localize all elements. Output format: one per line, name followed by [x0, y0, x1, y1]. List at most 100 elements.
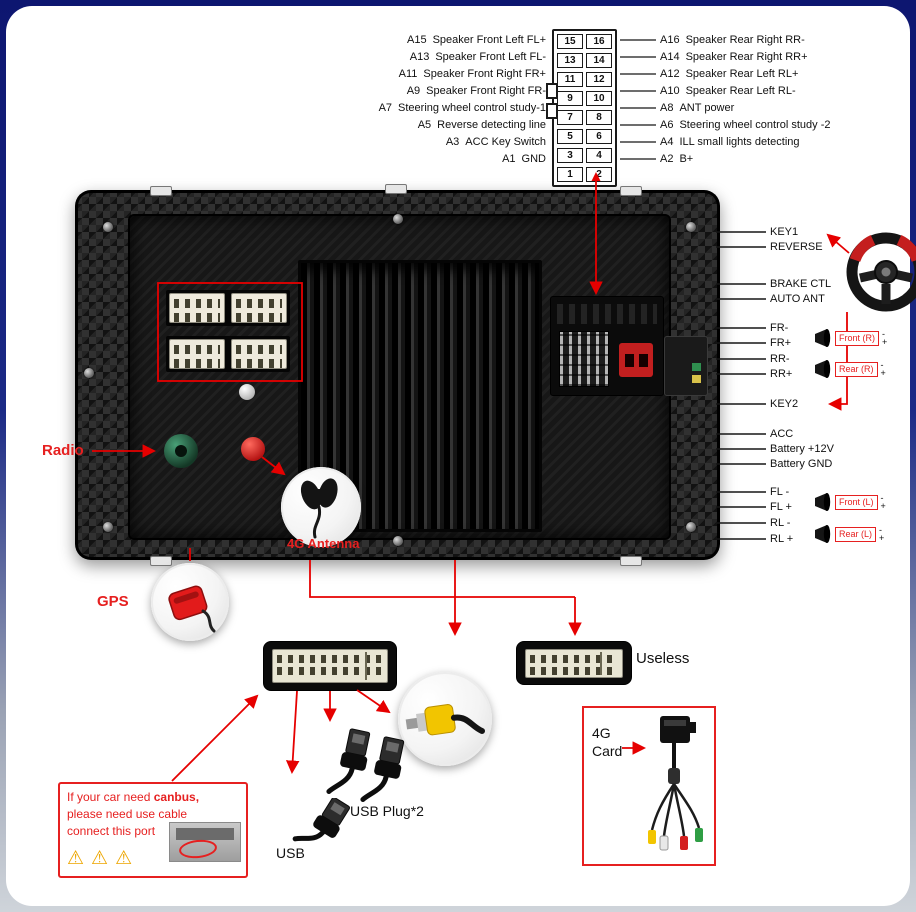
speaker-tag-front-left: Front (L) -+ [812, 491, 886, 513]
wire-label-battery-gnd: Battery GND [770, 458, 833, 470]
wire-label-key2: KEY2 [770, 398, 799, 410]
usb-plug-pair-image [326, 728, 405, 802]
pin-code: A8 [660, 102, 674, 114]
pin-code: A3 [445, 136, 460, 148]
pin-code: A5 [417, 119, 432, 131]
screw [393, 214, 403, 224]
speaker-icon [815, 329, 831, 347]
pin-code: A1 [502, 153, 516, 165]
wire-label-auto-ant: AUTO ANT [770, 293, 825, 305]
yellow-pin [692, 375, 701, 383]
pinout-row: A3 ACC Key Switch [238, 134, 546, 151]
sim-4g-card-box: 4G Card [582, 706, 716, 866]
pin-label: Speaker Rear Right RR+ [685, 51, 808, 63]
pin-label: Speaker Front Left FL+ [432, 34, 546, 46]
wire-label-acc: ACC [770, 428, 794, 440]
polarity-marks: -+ [882, 329, 888, 347]
pin-code: A4 [660, 136, 674, 148]
pin-number: 5 [557, 129, 583, 144]
rca-video-zoom-circle [398, 672, 492, 766]
pin-number: 11 [557, 72, 583, 87]
mounting-tab [620, 556, 642, 566]
screw [393, 536, 403, 546]
canbus-note-box: If your car need canbus, please need use… [58, 782, 248, 878]
white-connector [169, 339, 225, 369]
speaker-tag-rear-right: Rear (R) -+ [812, 358, 886, 380]
side-harness-socket [664, 336, 708, 396]
pin-number: 14 [586, 53, 612, 68]
screw [103, 522, 113, 532]
wire-label-fr-plus: FR+ [770, 337, 792, 349]
pin-label: Steering wheel control study-1 [398, 102, 546, 114]
photo-detail [176, 828, 234, 840]
plug-slots [525, 648, 623, 678]
warning-icon: ⚠ [91, 848, 109, 870]
canbus-port-photo [169, 822, 241, 862]
pin-number: 12 [586, 72, 612, 87]
pin-label: Speaker Rear Left RL- [685, 85, 796, 97]
polarity-marks: -+ [879, 525, 885, 543]
pin-label: Speaker Rear Right RR- [685, 34, 805, 46]
pin-label: ANT power [679, 102, 735, 114]
screw [686, 522, 696, 532]
radio-antenna-port [164, 434, 198, 468]
pin-code: A11 [398, 68, 418, 80]
speaker-tag-rear-left: Rear (L) -+ [812, 523, 884, 545]
speaker-tag-label: Front (L) [835, 494, 878, 510]
screw [103, 222, 113, 232]
pin-number: 10 [586, 91, 612, 106]
pinout-row: A16 Speaker Rear Right RR- [660, 32, 912, 49]
usb-plug2-callout: USB Plug*2 [350, 803, 424, 819]
pin-code: A2 [660, 153, 674, 165]
wire-label-rl-minus: RL - [770, 517, 791, 529]
pin-number: 8 [586, 110, 612, 125]
pin-number: 13 [557, 53, 583, 68]
yellow-rca-plug-image [405, 704, 486, 736]
wire-label-brake-ctl: BRAKE CTL [770, 278, 832, 290]
main-iso-socket [550, 296, 664, 396]
pin-label: Speaker Front Right FR- [426, 85, 546, 97]
screw [84, 368, 94, 378]
wire-label-fl-plus: FL + [770, 501, 792, 513]
pin-number: 2 [586, 167, 612, 182]
warning-icons: ⚠ ⚠ ⚠ [67, 846, 132, 873]
pinout-row: A8 ANT power [660, 100, 912, 117]
pin-code: A13 [409, 51, 430, 63]
pin-code: A14 [660, 51, 680, 63]
rear-harness-plug-main [263, 641, 397, 691]
pin-label: ACC Key Switch [465, 136, 546, 148]
pin-number: 7 [557, 110, 583, 125]
pinout-row: A7 Steering wheel control study-1 [238, 100, 546, 117]
white-connector [231, 339, 287, 369]
gps-antenna-image [168, 585, 216, 633]
head-unit-rear-panel [75, 184, 720, 566]
red-knob [241, 437, 265, 461]
white-harness-connector-row-1 [166, 290, 290, 326]
warning-icon: ⚠ [67, 848, 85, 870]
gps-callout: GPS [97, 593, 129, 610]
wire-label-key1: KEY1 [770, 226, 799, 238]
pin-code: A16 [660, 34, 680, 46]
wire-label-reverse: REVERSE [770, 241, 823, 253]
polarity-marks: -+ [880, 493, 886, 511]
pin-code: A7 [378, 102, 393, 114]
wire-label-fl-minus: FL - [770, 486, 790, 498]
gps-zoom-circle [151, 563, 229, 641]
sim-4g-line1: 4G [592, 725, 611, 741]
pin-number: 9 [557, 91, 583, 106]
rear-harness-plug-useless [516, 641, 632, 685]
white-connector [231, 293, 287, 323]
iso-pin-grid [559, 331, 609, 387]
speaker-icon [815, 493, 831, 511]
pinout-left-column: 15 13 11 9 7 5 3 1 [557, 34, 583, 182]
